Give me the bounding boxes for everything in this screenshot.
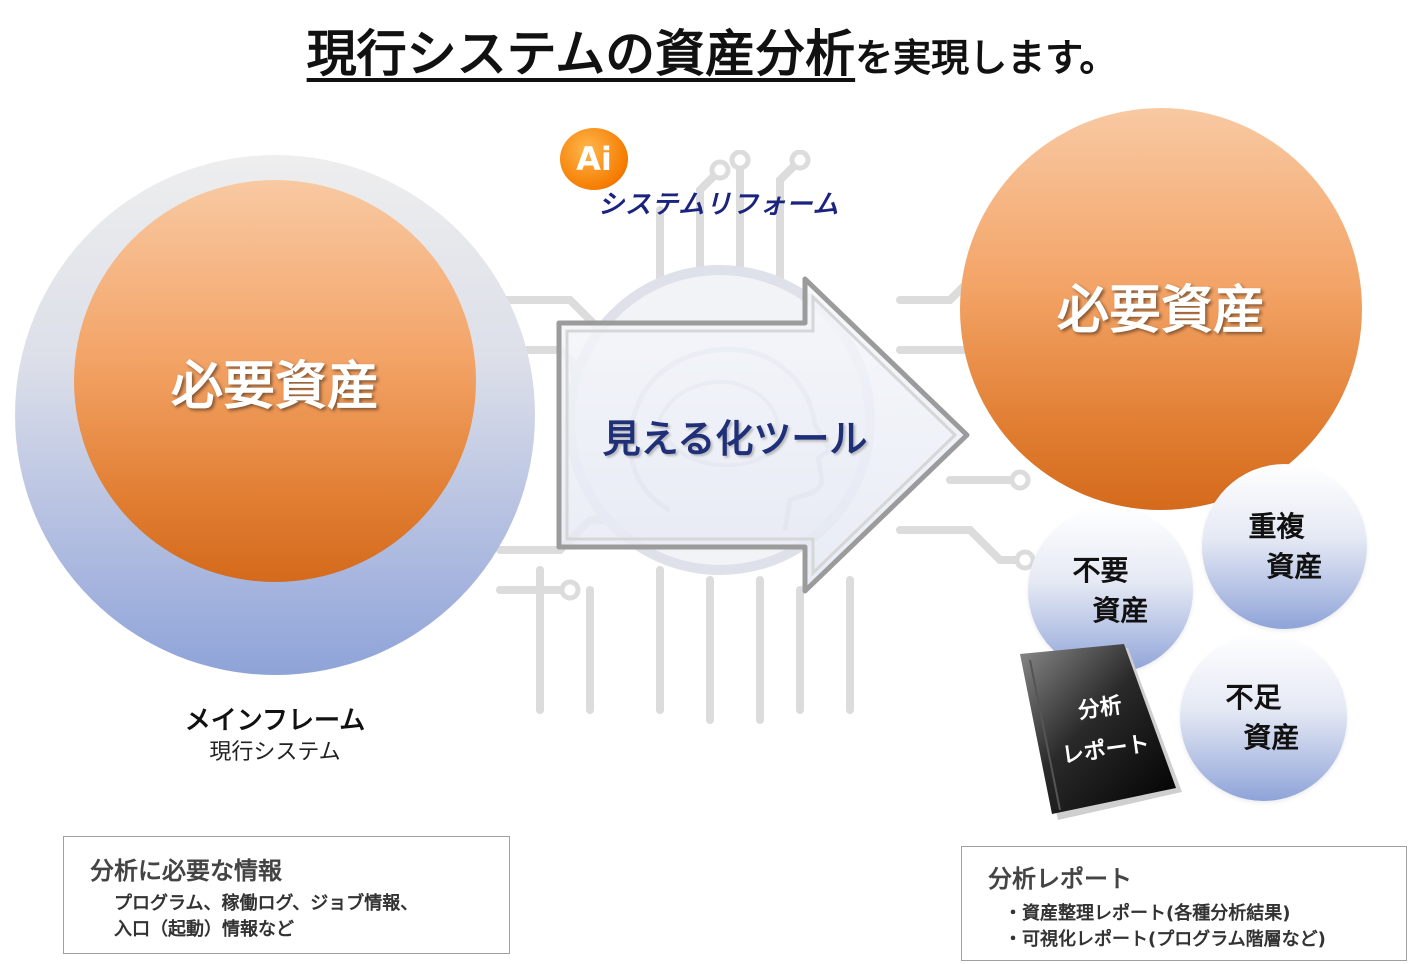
analysis-report-line1: ・資産整理レポート(各種分析結果) [1004, 903, 1291, 924]
mainframe-sub-label: 現行システム [209, 740, 341, 765]
required-info-line1: プログラム、稼働ログ、ジョブ情報、 [114, 893, 419, 914]
arrow-icon [556, 276, 970, 594]
ai-logo-icon: Ai [560, 128, 628, 190]
duplicate-assets-line1: 重複 [1248, 509, 1305, 543]
analysis-report-box: 分析レポート ・資産整理レポート(各種分析結果) ・可視化レポート(プログラム階… [961, 846, 1407, 961]
required-assets-left: 必要資産 [74, 180, 476, 582]
analysis-report-line2: ・可視化レポート(プログラム階層など) [1004, 929, 1326, 950]
required-info-line2: 入口（起動）情報など [114, 919, 294, 940]
required-info-box: 分析に必要な情報 プログラム、稼働ログ、ジョブ情報、 入口（起動）情報など [63, 836, 510, 954]
duplicate-assets-circle: 重複 資産 [1202, 464, 1367, 629]
insufficient-assets-circle: 不足 資産 [1180, 634, 1347, 801]
required-assets-right: 必要資産 [960, 108, 1362, 510]
required-assets-left-label: 必要資産 [170, 356, 379, 417]
visualization-tool-label: 見える化ツール [602, 417, 868, 461]
mainframe-label: メインフレーム [184, 706, 366, 736]
duplicate-assets-line2: 資産 [1266, 549, 1323, 583]
title-main: 現行システムの資産分析 [306, 25, 856, 83]
insufficient-assets-line2: 資産 [1243, 720, 1300, 754]
unnecessary-assets-line1: 不要 [1072, 553, 1129, 587]
analysis-report-title: 分析レポート [988, 865, 1132, 893]
title-tail: を実現します。 [855, 36, 1118, 80]
insufficient-assets-line1: 不足 [1225, 680, 1282, 714]
required-assets-right-label: 必要資産 [1056, 280, 1265, 341]
system-reform-logo-text: システムリフォーム [598, 190, 840, 220]
report-book-icon [1020, 644, 1182, 820]
required-info-title: 分析に必要な情報 [90, 857, 282, 885]
page-title: 現行システムの資産分析を実現します。 [0, 14, 1424, 86]
report-book-label: 分析 レポート [1043, 681, 1164, 779]
unnecessary-assets-line2: 資産 [1092, 593, 1149, 627]
